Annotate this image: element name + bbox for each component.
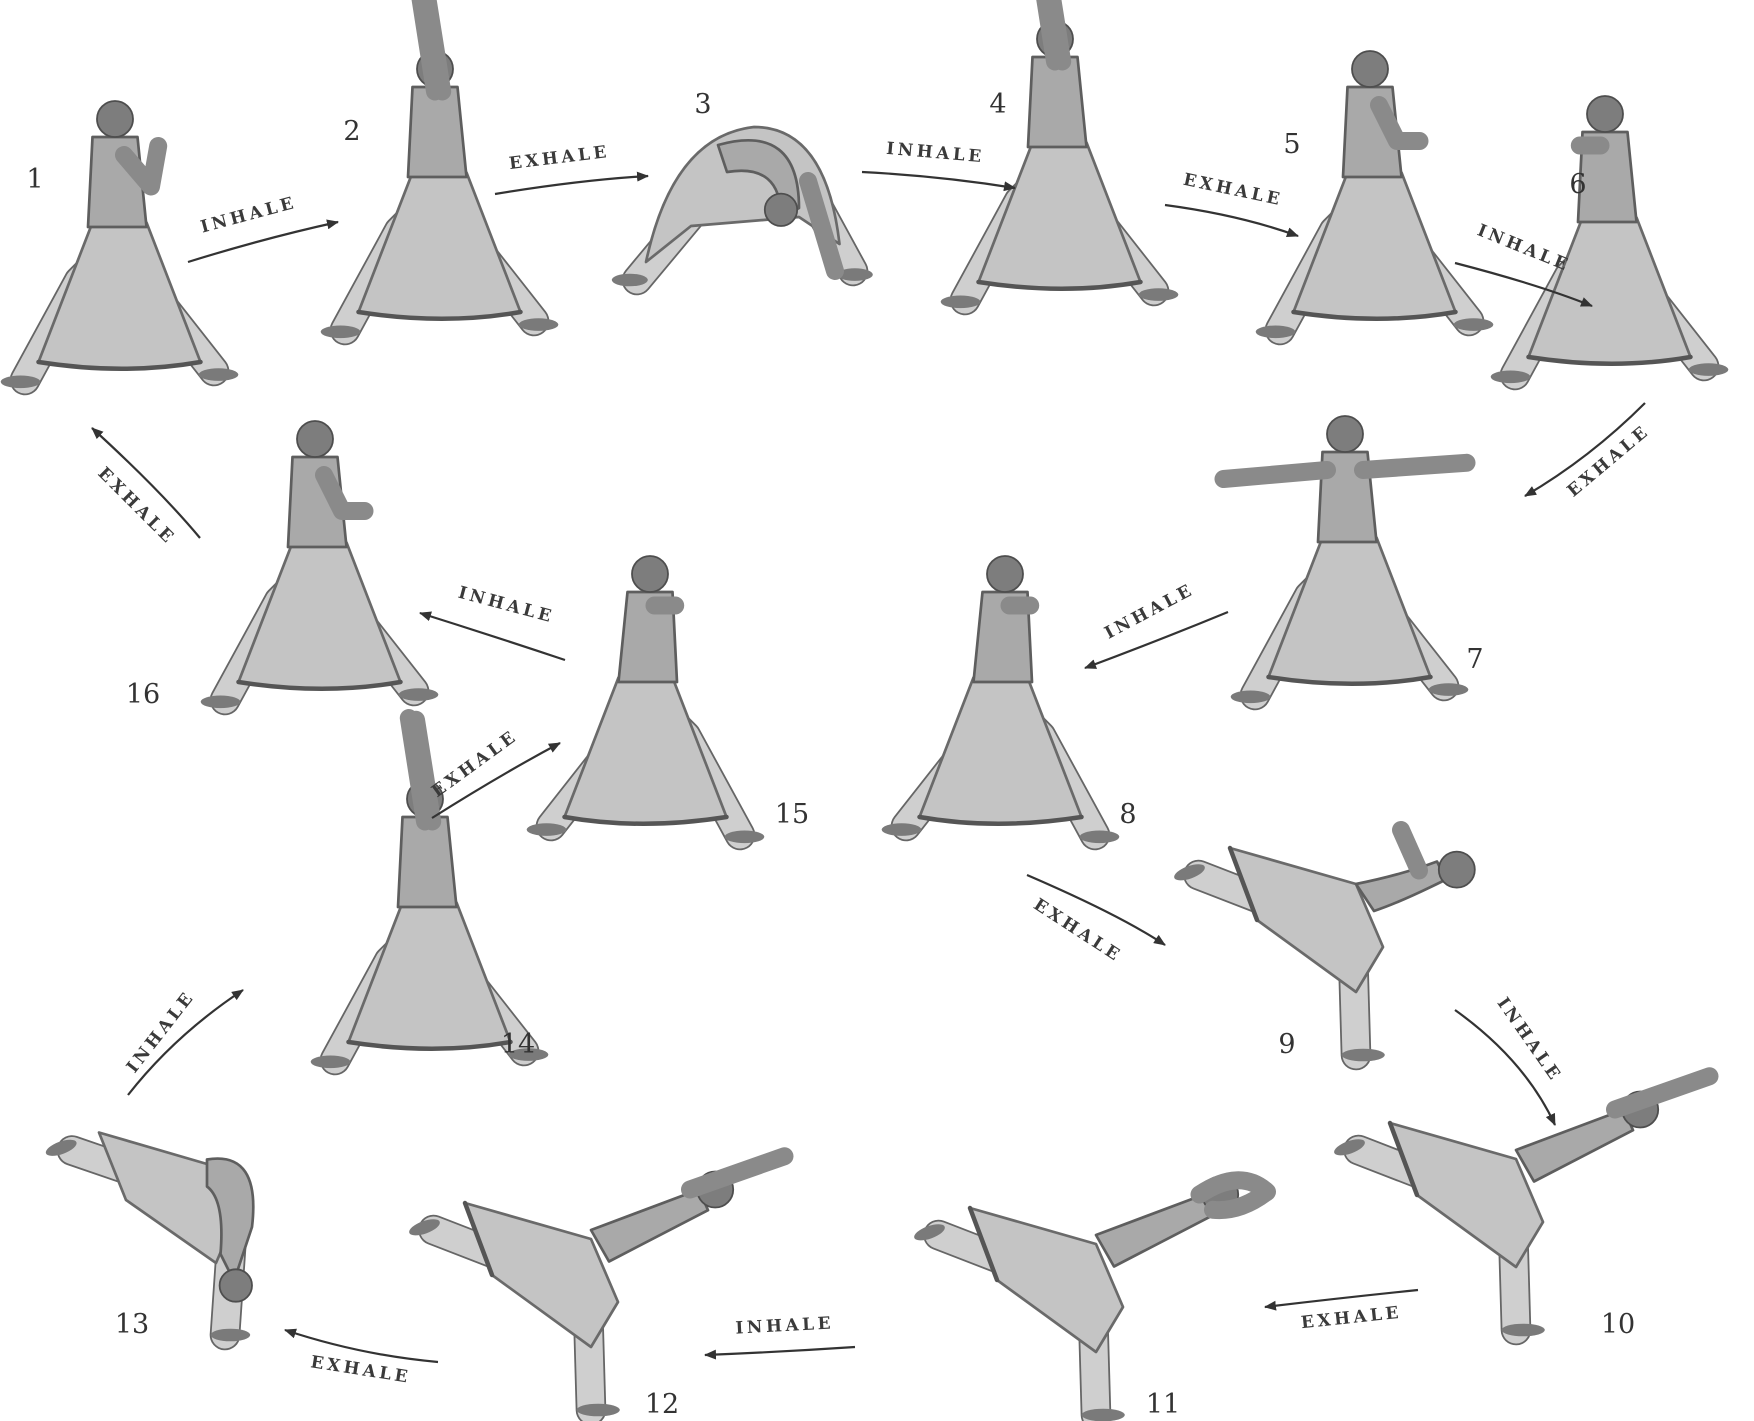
breath-label-9-to-10: INHALE [1493, 994, 1566, 1086]
breath-label-15-to-16: INHALE [456, 583, 556, 628]
pose-4-number: 4 [989, 89, 1006, 120]
pose-6-number: 6 [1569, 169, 1586, 200]
pose-12-number: 12 [645, 1389, 679, 1420]
breath-label-5-to-6: INHALE [1474, 221, 1573, 277]
breath-label-11-to-12: INHALE [735, 1313, 835, 1338]
pose-2-number: 2 [343, 116, 360, 147]
breath-label-1-to-2: INHALE [198, 193, 298, 238]
breath-label-16-to-1: EXHALE [94, 464, 180, 550]
arrow-3-to-4 [862, 172, 1015, 188]
breath-label-3-to-4: INHALE [885, 139, 985, 168]
pose-16-figure [201, 421, 439, 708]
pose-7-figure [1224, 416, 1469, 703]
breath-label-2-to-3: EXHALE [508, 142, 611, 174]
pose-3-number: 3 [694, 89, 711, 120]
pose-16-number: 16 [126, 679, 160, 710]
pose-5-number: 5 [1283, 129, 1300, 160]
pose-13-number: 13 [115, 1309, 149, 1340]
arrow-2-to-3 [495, 176, 648, 194]
pose-7-number: 7 [1466, 644, 1483, 675]
pose-5-figure [1256, 51, 1494, 338]
breath-label-7-to-8: INHALE [1101, 580, 1197, 644]
arrow-12-to-13 [285, 1330, 438, 1362]
arrow-7-to-8 [1085, 612, 1228, 668]
arrow-11-to-12 [705, 1347, 855, 1355]
breath-label-4-to-5: EXHALE [1181, 170, 1284, 211]
pose-14-figure [311, 718, 549, 1068]
pose-12-figure [407, 1156, 784, 1416]
pose-1-number: 1 [26, 164, 43, 195]
pose-9-figure [1172, 830, 1475, 1061]
breath-label-8-to-9: EXHALE [1030, 895, 1126, 967]
pose-1-figure [1, 101, 239, 388]
pose-9-number: 9 [1278, 1029, 1295, 1060]
breath-label-10-to-11: EXHALE [1300, 1303, 1403, 1333]
pose-15-number: 15 [775, 799, 809, 830]
pose-8-number: 8 [1119, 799, 1136, 830]
pose-10-number: 10 [1601, 1309, 1635, 1340]
pose-14-number: 14 [501, 1029, 535, 1060]
pose-10-figure [1332, 1076, 1709, 1336]
pose-8-figure [882, 556, 1120, 843]
pose-3-figure [612, 127, 873, 286]
pose-15-figure [527, 556, 765, 843]
pose-11-figure [912, 1177, 1267, 1421]
pose-11-number: 11 [1146, 1389, 1180, 1420]
